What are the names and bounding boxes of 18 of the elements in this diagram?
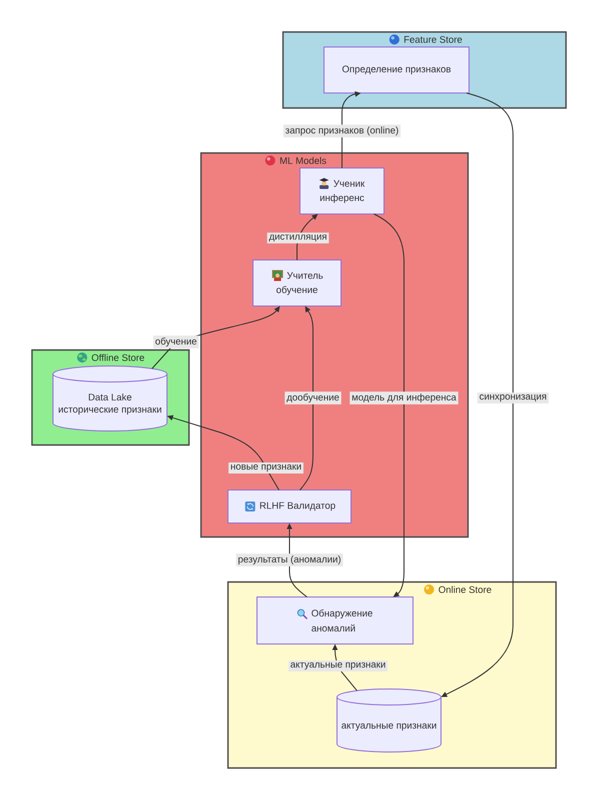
edge-label: модель для инференса [350, 392, 458, 404]
edge-label: актуальные признаки [288, 660, 388, 672]
arrow [374, 214, 404, 597]
edge-label: запрос признаков (online) [283, 124, 401, 138]
process-box: Обнаружение аномалий [256, 596, 414, 644]
database-cylinder: актуальные признаки [336, 688, 442, 752]
edge-label: синхронизация [477, 392, 549, 404]
arrow [296, 214, 318, 260]
process-box: RLHF Валидатор [228, 490, 352, 524]
process-box: Учитель обучение [252, 260, 342, 306]
edge-label: обучение [153, 336, 199, 348]
database-cylinder: Data Lake исторические признаки [52, 366, 168, 432]
edge-label: новые признаки [228, 462, 304, 474]
process-box: Определение признаков [324, 46, 470, 94]
edge-label: дообучение [284, 392, 342, 404]
edge-label: результаты (аномалии) [236, 554, 343, 566]
edge-label: дистилляция [267, 232, 329, 244]
process-box: Ученик инференс [300, 168, 384, 214]
